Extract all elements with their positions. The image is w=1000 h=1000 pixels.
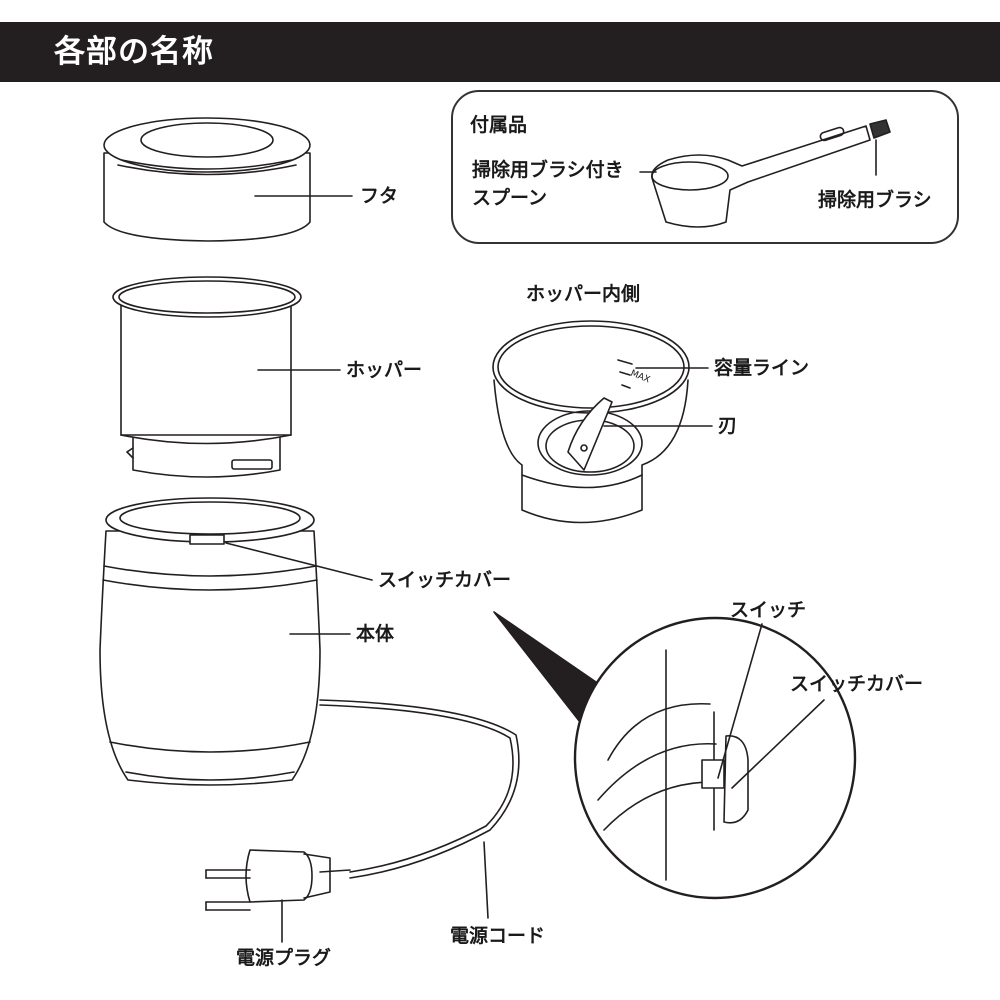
blade-label: 刃 xyxy=(718,415,738,437)
brush-label: 掃除用ブラシ xyxy=(818,189,932,211)
hopper-inside-label: ホッパー内側 xyxy=(526,283,641,305)
power-cord-label: 電源コード xyxy=(450,925,546,947)
capacity-line-label: 容量ライン xyxy=(714,357,810,379)
body-label: 本体 xyxy=(356,623,395,645)
spoon-illustration xyxy=(639,119,891,228)
switch-cover-label: スイッチカバー xyxy=(378,569,512,591)
spoon-label-line1: 掃除用ブラシ付き xyxy=(472,159,624,181)
accessories-box xyxy=(451,90,959,244)
zoom-detail-illustration xyxy=(493,611,857,900)
detail-switch-cover-label: スイッチカバー xyxy=(790,673,924,695)
main-body-illustration xyxy=(99,497,373,786)
lid-label: フタ xyxy=(360,185,399,207)
accessories-heading: 付属品 xyxy=(470,114,528,136)
lid-illustration xyxy=(103,117,353,242)
hopper-illustration xyxy=(112,276,341,478)
power-plug-label: 電源プラグ xyxy=(236,947,332,969)
hopper-inside-illustration xyxy=(492,320,713,524)
spoon-label-line2: スプーン xyxy=(472,187,548,209)
power-cord-illustration xyxy=(205,699,520,943)
hopper-label: ホッパー xyxy=(346,359,423,381)
detail-switch-label: スイッチ xyxy=(730,599,807,621)
header-bar: 各部の名称 xyxy=(0,22,1000,82)
page-title: 各部の名称 xyxy=(54,34,214,70)
